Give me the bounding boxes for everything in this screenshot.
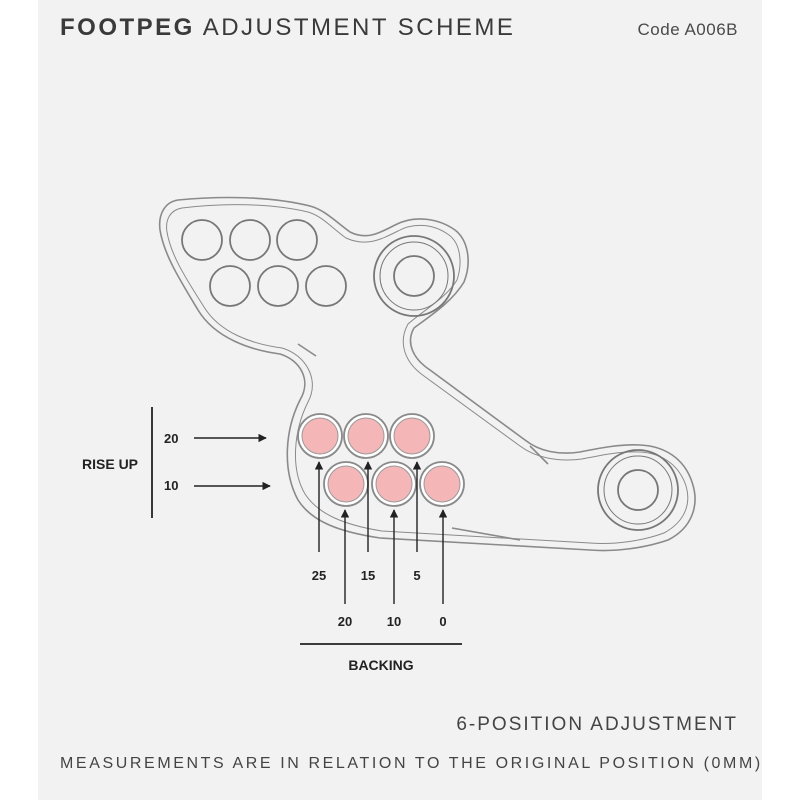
pivot-boss-top [373,235,455,317]
backing-value-20: 20 [338,614,352,629]
adjustment-holes [297,413,465,507]
backing-label: BACKING [348,657,413,673]
rise-value-20: 20 [164,431,178,446]
pivot-boss-bottom [597,449,679,531]
title-bold: FOOTPEG [60,14,195,41]
background-panel [38,0,762,800]
product-code: Code A006B [637,20,738,39]
backing-value-25: 25 [312,568,326,583]
adjustment-subtitle: 6-POSITION ADJUSTMENT [456,714,738,735]
backing-value-0: 0 [439,614,446,629]
rise-value-10: 10 [164,478,178,493]
backing-arrows [314,461,448,604]
title-rest: ADJUSTMENT SCHEME [202,14,516,41]
rise-up-label: RISE UP [82,456,138,472]
backing-value-15: 15 [361,568,375,583]
upper-holes [181,219,347,307]
measurement-note: MEASUREMENTS ARE IN RELATION TO THE ORIG… [60,755,763,772]
page-title: FOOTPEG ADJUSTMENT SCHEME [60,14,515,42]
backing-value-5: 5 [413,568,420,583]
backing-value-10: 10 [387,614,401,629]
bracket-outline [158,196,696,552]
